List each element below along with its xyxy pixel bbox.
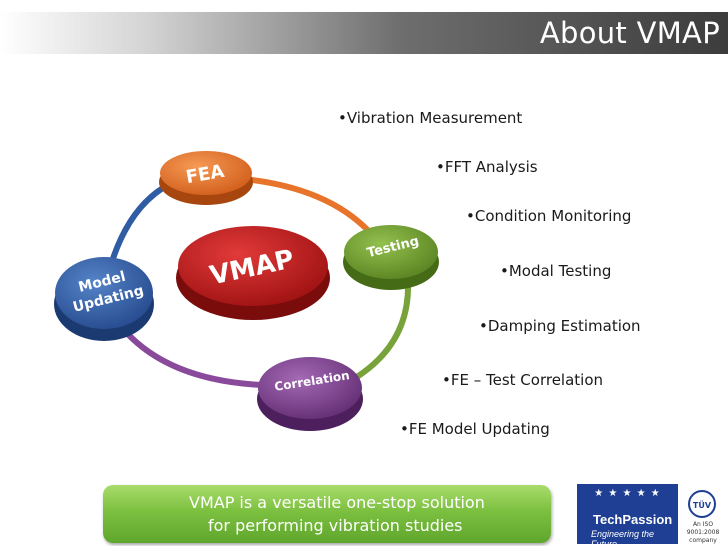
testing-node xyxy=(344,225,438,279)
bullet-fe-test-correlation: •FE – Test Correlation xyxy=(442,371,604,389)
fea-node xyxy=(160,151,252,195)
bullet-condition-monitoring: •Condition Monitoring xyxy=(466,207,632,225)
slide-title: About VMAP xyxy=(539,16,720,50)
summary-line-1: VMAP is a versatile one-stop solution xyxy=(189,493,485,512)
bullet-fe-model-updating: •FE Model Updating xyxy=(400,420,550,438)
iso-certification-mark: TÜV An ISO 9001:2008 company xyxy=(680,490,726,544)
ring-arc-testing-correlation xyxy=(350,281,412,383)
summary-callout: VMAP is a versatile one-stop solution fo… xyxy=(103,485,551,543)
vmap-center-node xyxy=(178,226,328,306)
logo-tagline: Engineering the Future xyxy=(591,529,655,544)
ring-arc-fea-testing xyxy=(231,175,378,240)
logo-stars-icon: ★ ★ ★ ★ ★ xyxy=(594,488,661,499)
techpassion-logo: ★ ★ ★ ★ ★ TechPassion Engineering the Fu… xyxy=(577,484,678,544)
bullet-modal-testing: •Modal Testing xyxy=(500,262,612,280)
bullet-vibration-measurement: •Vibration Measurement xyxy=(338,109,523,127)
logo-name: TechPassion xyxy=(593,512,673,527)
model-updating-node xyxy=(55,257,153,329)
bullet-fft-analysis: •FFT Analysis xyxy=(436,158,538,176)
tuv-badge-icon: TÜV xyxy=(688,490,716,518)
summary-line-2: for performing vibration studies xyxy=(208,516,463,535)
correlation-node xyxy=(258,357,362,419)
bullet-damping-estimation: •Damping Estimation xyxy=(479,317,641,335)
title-bar: About VMAP xyxy=(0,12,728,54)
iso-cert-text: An ISO 9001:2008 company xyxy=(686,521,720,544)
